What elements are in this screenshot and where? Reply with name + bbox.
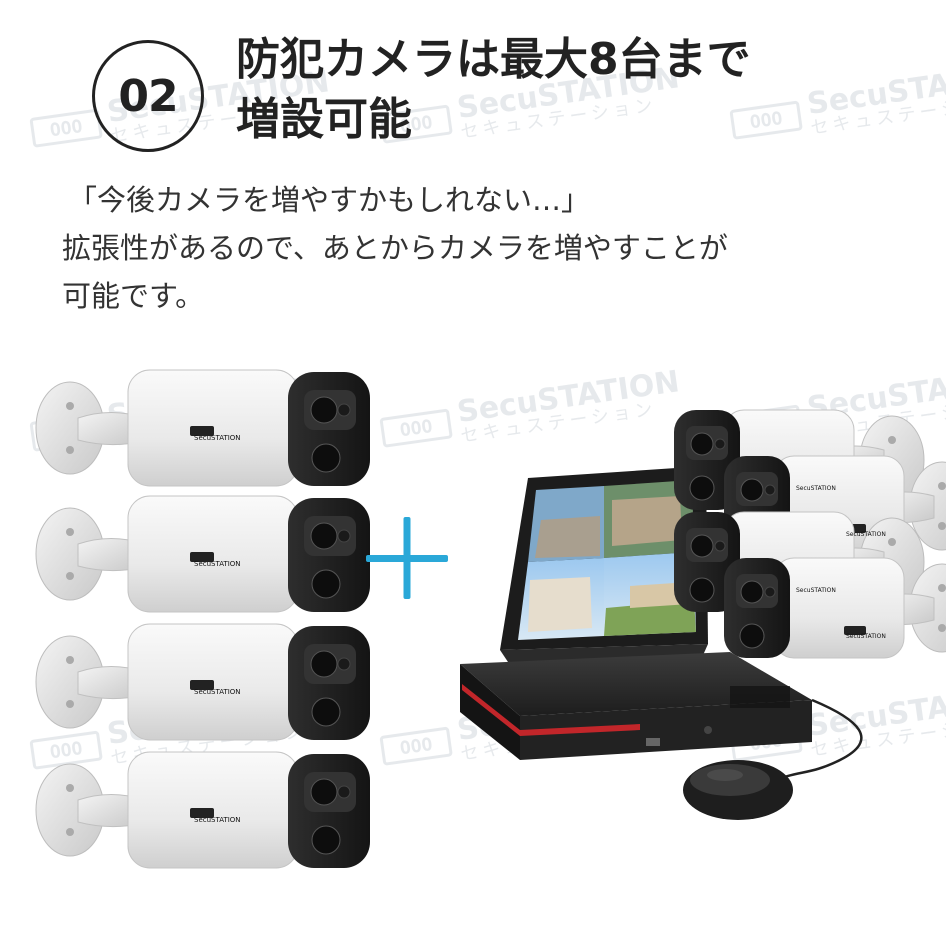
- mouse-cable: [769, 698, 863, 784]
- mouse: [683, 760, 793, 820]
- nvr-monitor: [500, 466, 708, 668]
- plus-icon: [366, 517, 448, 599]
- camera-4: [35, 751, 371, 869]
- description-line-2: 拡張性があるので、あとからカメラを増やすことが: [62, 231, 728, 265]
- camera-brand-label: SecuSTATION: [194, 434, 241, 442]
- description-line-3: 可能です。: [62, 279, 205, 313]
- camera-brand-label: SecuSTATION: [846, 633, 886, 640]
- page-title: 防犯カメラは最大8台まで 増設可能: [236, 30, 916, 150]
- camera-brand-label: SecuSTATION: [796, 485, 836, 492]
- camera-brand-label: SecuSTATION: [846, 531, 886, 538]
- camera-brand-label: SecuSTATION: [194, 560, 241, 568]
- camera-3: [35, 623, 371, 741]
- camera-brand-label: SecuSTATION: [194, 688, 241, 696]
- camera-brand-label: SecuSTATION: [796, 587, 836, 594]
- title-line-1: 防犯カメラは最大8台まで: [236, 34, 751, 85]
- description-quote: 「今後カメラを増やすかもしれない…」: [68, 183, 591, 217]
- camera-1: [35, 369, 371, 487]
- title-line-2: 増設可能: [236, 94, 412, 145]
- description: 「今後カメラを増やすかもしれない…」 拡張性があるので、あとからカメラを増やすこ…: [62, 176, 902, 320]
- camera-brand-label: SecuSTATION: [194, 816, 241, 824]
- step-number-badge: 02: [92, 40, 204, 152]
- camera-2: [35, 495, 371, 613]
- nvr-recorder: [460, 652, 812, 760]
